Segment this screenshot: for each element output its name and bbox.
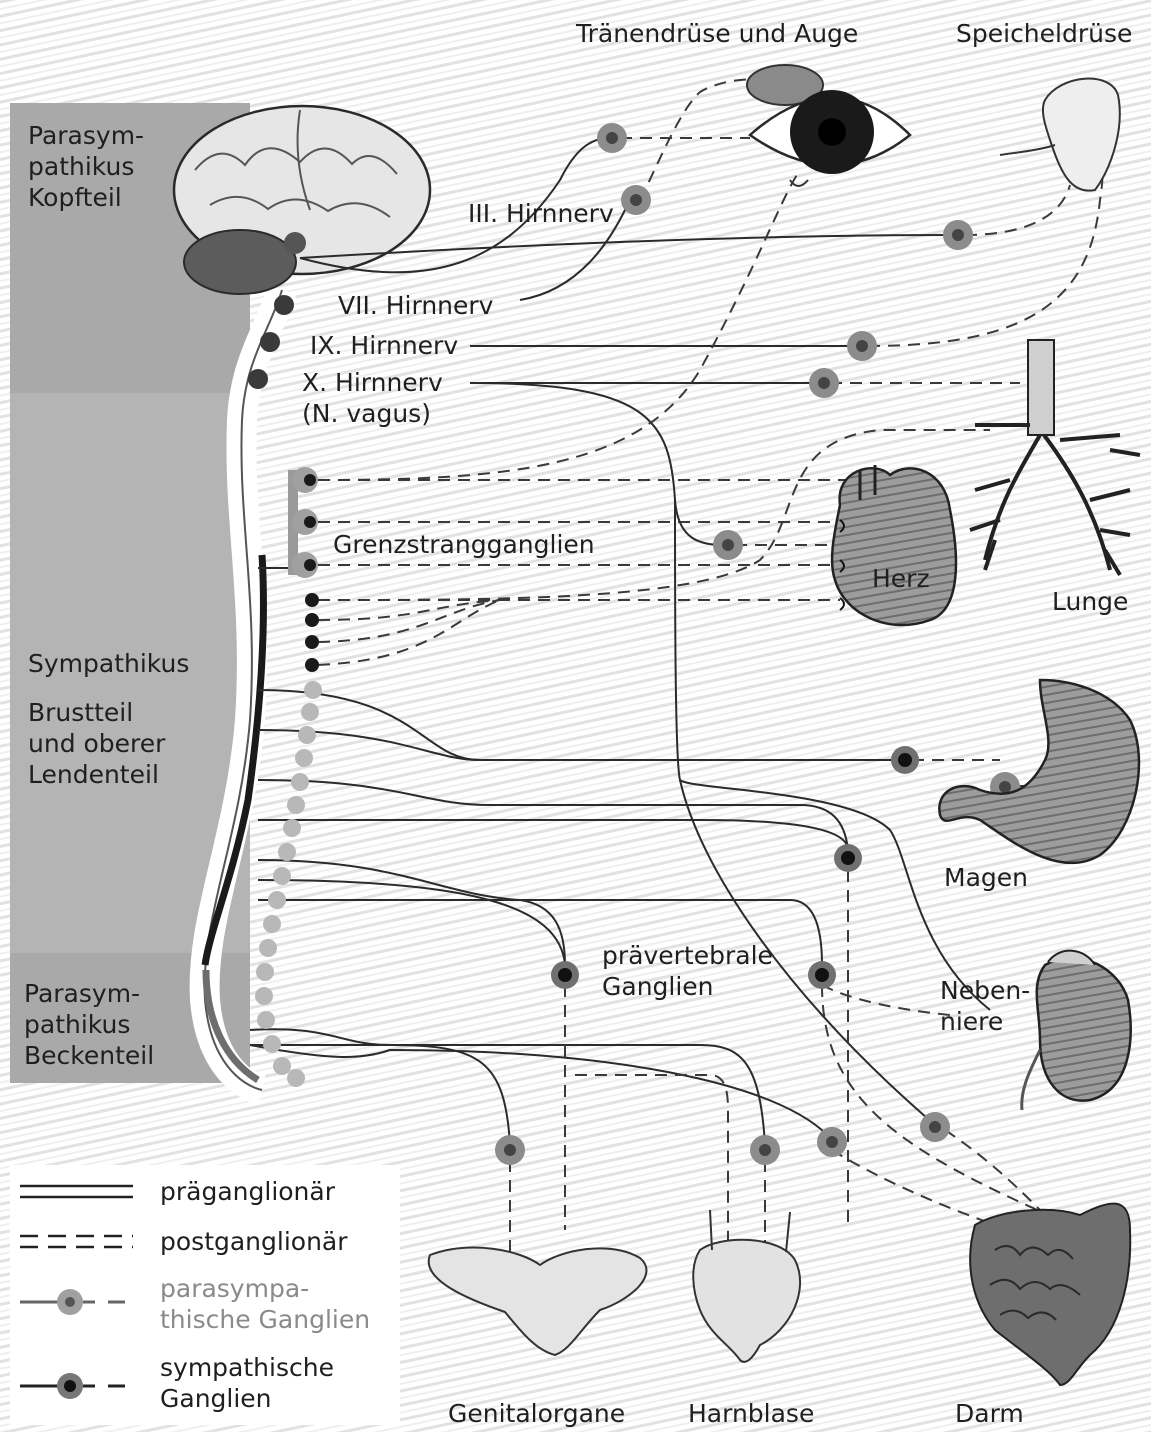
- label-bladder: Harnblase: [688, 1398, 814, 1429]
- label-parasympathikus-head: Parasym- pathikus Kopfteil: [28, 120, 144, 213]
- label-heart: Herz: [872, 563, 930, 594]
- label-nerve-9: IX. Hirnnerv: [310, 330, 458, 361]
- label-sympathikus: Sympathikus: [28, 648, 189, 679]
- label-nerve-10: X. Hirnnerv: [302, 367, 443, 398]
- label-nerve-7: VII. Hirnnerv: [338, 290, 493, 321]
- legend-postganglionic-label: postganglionär: [160, 1226, 348, 1257]
- label-lung: Lunge: [1052, 586, 1128, 617]
- label-nerve-10-sub: (N. vagus): [302, 398, 431, 429]
- label-nerve-3: III. Hirnnerv: [468, 198, 614, 229]
- label-stomach: Magen: [944, 862, 1028, 893]
- label-salivary: Speicheldrüse: [956, 18, 1132, 49]
- label-sympathikus-thorax: Brustteil und oberer Lendenteil: [28, 697, 165, 790]
- legend-preganglionic-label: präganglionär: [160, 1176, 335, 1207]
- legend-sympathetic-label: sympathische Ganglien: [160, 1352, 334, 1414]
- label-eye: Tränendrüse und Auge: [576, 18, 858, 49]
- label-chain-ganglia: Grenzstrangganglien: [333, 529, 595, 560]
- legend-parasympathetic-label: parasympa- thische Ganglien: [160, 1273, 370, 1335]
- label-genital: Genitalorgane: [448, 1398, 625, 1429]
- label-parasympathikus-pelvis: Parasym- pathikus Beckenteil: [24, 978, 154, 1071]
- label-intestine: Darm: [955, 1398, 1024, 1429]
- label-adrenal: Neben- niere: [940, 975, 1030, 1037]
- label-prevertebral-ganglia: prävertebrale Ganglien: [602, 940, 773, 1002]
- heart: [832, 465, 956, 625]
